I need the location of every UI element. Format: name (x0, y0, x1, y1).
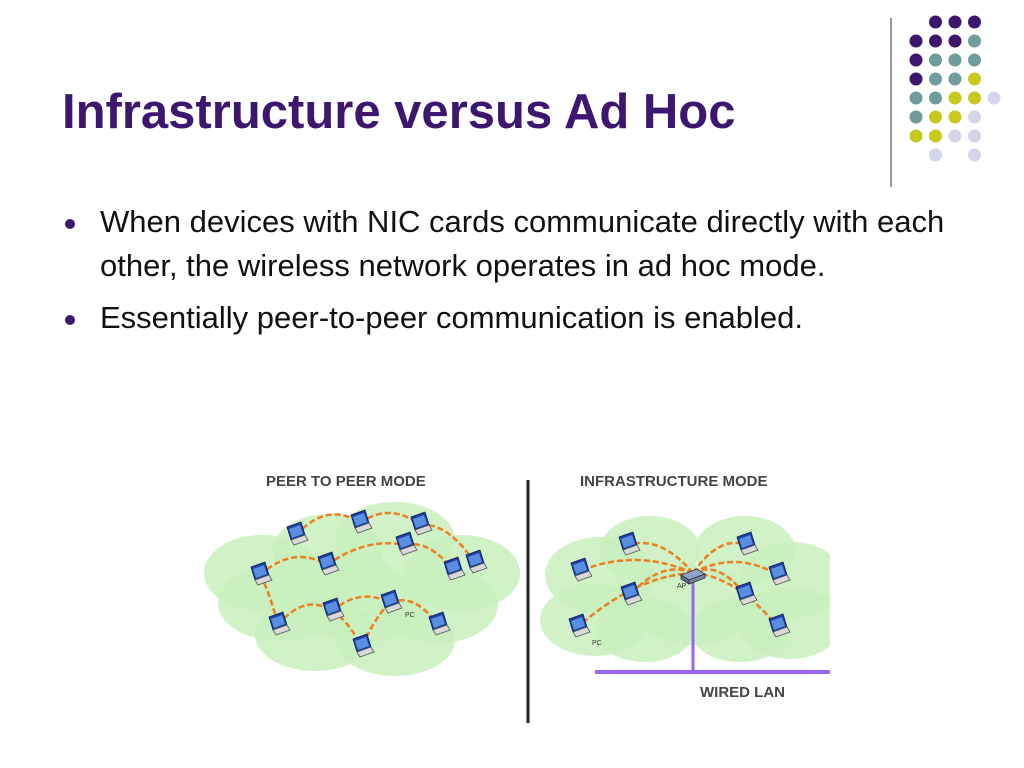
coverage-area (595, 598, 695, 662)
decorative-dot (948, 91, 962, 105)
wireless-link (579, 558, 694, 575)
access-point-icon (680, 568, 706, 585)
decorative-dot (948, 53, 962, 67)
decorative-dot (968, 148, 981, 162)
decorative-dot (968, 15, 981, 29)
decorative-dot (948, 15, 962, 29)
pc-label-left: PC (405, 612, 415, 619)
bullet-item: When devices with NIC cards communicate … (62, 200, 962, 288)
decorative-dot-grid (890, 15, 1001, 187)
wired-lan (595, 580, 830, 674)
decorative-dot (929, 110, 942, 124)
wireless-link (627, 541, 694, 574)
network-modes-figure: PEER TO PEER MODE INFRASTRUCTURE MODE WI… (204, 473, 830, 723)
coverage-area (335, 604, 455, 676)
decorative-dot (948, 34, 962, 48)
bullet-marker (65, 219, 75, 229)
bullet-marker (65, 315, 75, 325)
wired-lan-label: WIRED LAN (700, 684, 785, 701)
decorative-dot (968, 53, 981, 67)
decorative-dot (929, 34, 942, 48)
peer-mode-label: PEER TO PEER MODE (266, 473, 426, 490)
bullet-item: Essentially peer-to-peer communication i… (62, 296, 962, 340)
decorative-dot (909, 72, 923, 86)
decorative-dot (968, 34, 981, 48)
decorative-dot (909, 34, 923, 48)
slide-title: Infrastructure versus Ad Hoc (62, 85, 736, 139)
decorative-dot (929, 15, 942, 29)
decorative-dot (948, 129, 962, 143)
pc-label-right: PC (592, 640, 602, 647)
decorative-dot (909, 53, 923, 67)
bullet-list: When devices with NIC cards communicate … (62, 200, 962, 348)
decorative-dot (929, 148, 942, 162)
decorative-dot (968, 72, 981, 86)
decorative-dot (968, 91, 981, 105)
decorative-dot (929, 129, 942, 143)
decorative-dot (929, 53, 942, 67)
ap-label: AP (677, 583, 687, 590)
decorative-dot (987, 91, 1001, 105)
decorative-dot (948, 72, 962, 86)
coverage-area (285, 550, 395, 610)
decorative-dot (909, 91, 923, 105)
bullet-text: When devices with NIC cards communicate … (100, 204, 945, 283)
decorative-dot (929, 91, 942, 105)
decorative-dot (909, 110, 923, 124)
decorative-dot (929, 72, 942, 86)
decorative-dot (909, 129, 923, 143)
bullet-text: Essentially peer-to-peer communication i… (100, 300, 804, 335)
decorative-dot (968, 110, 981, 124)
infrastructure-mode-label: INFRASTRUCTURE MODE (580, 473, 768, 490)
decorative-dot (948, 110, 962, 124)
decorative-dot (968, 129, 981, 143)
